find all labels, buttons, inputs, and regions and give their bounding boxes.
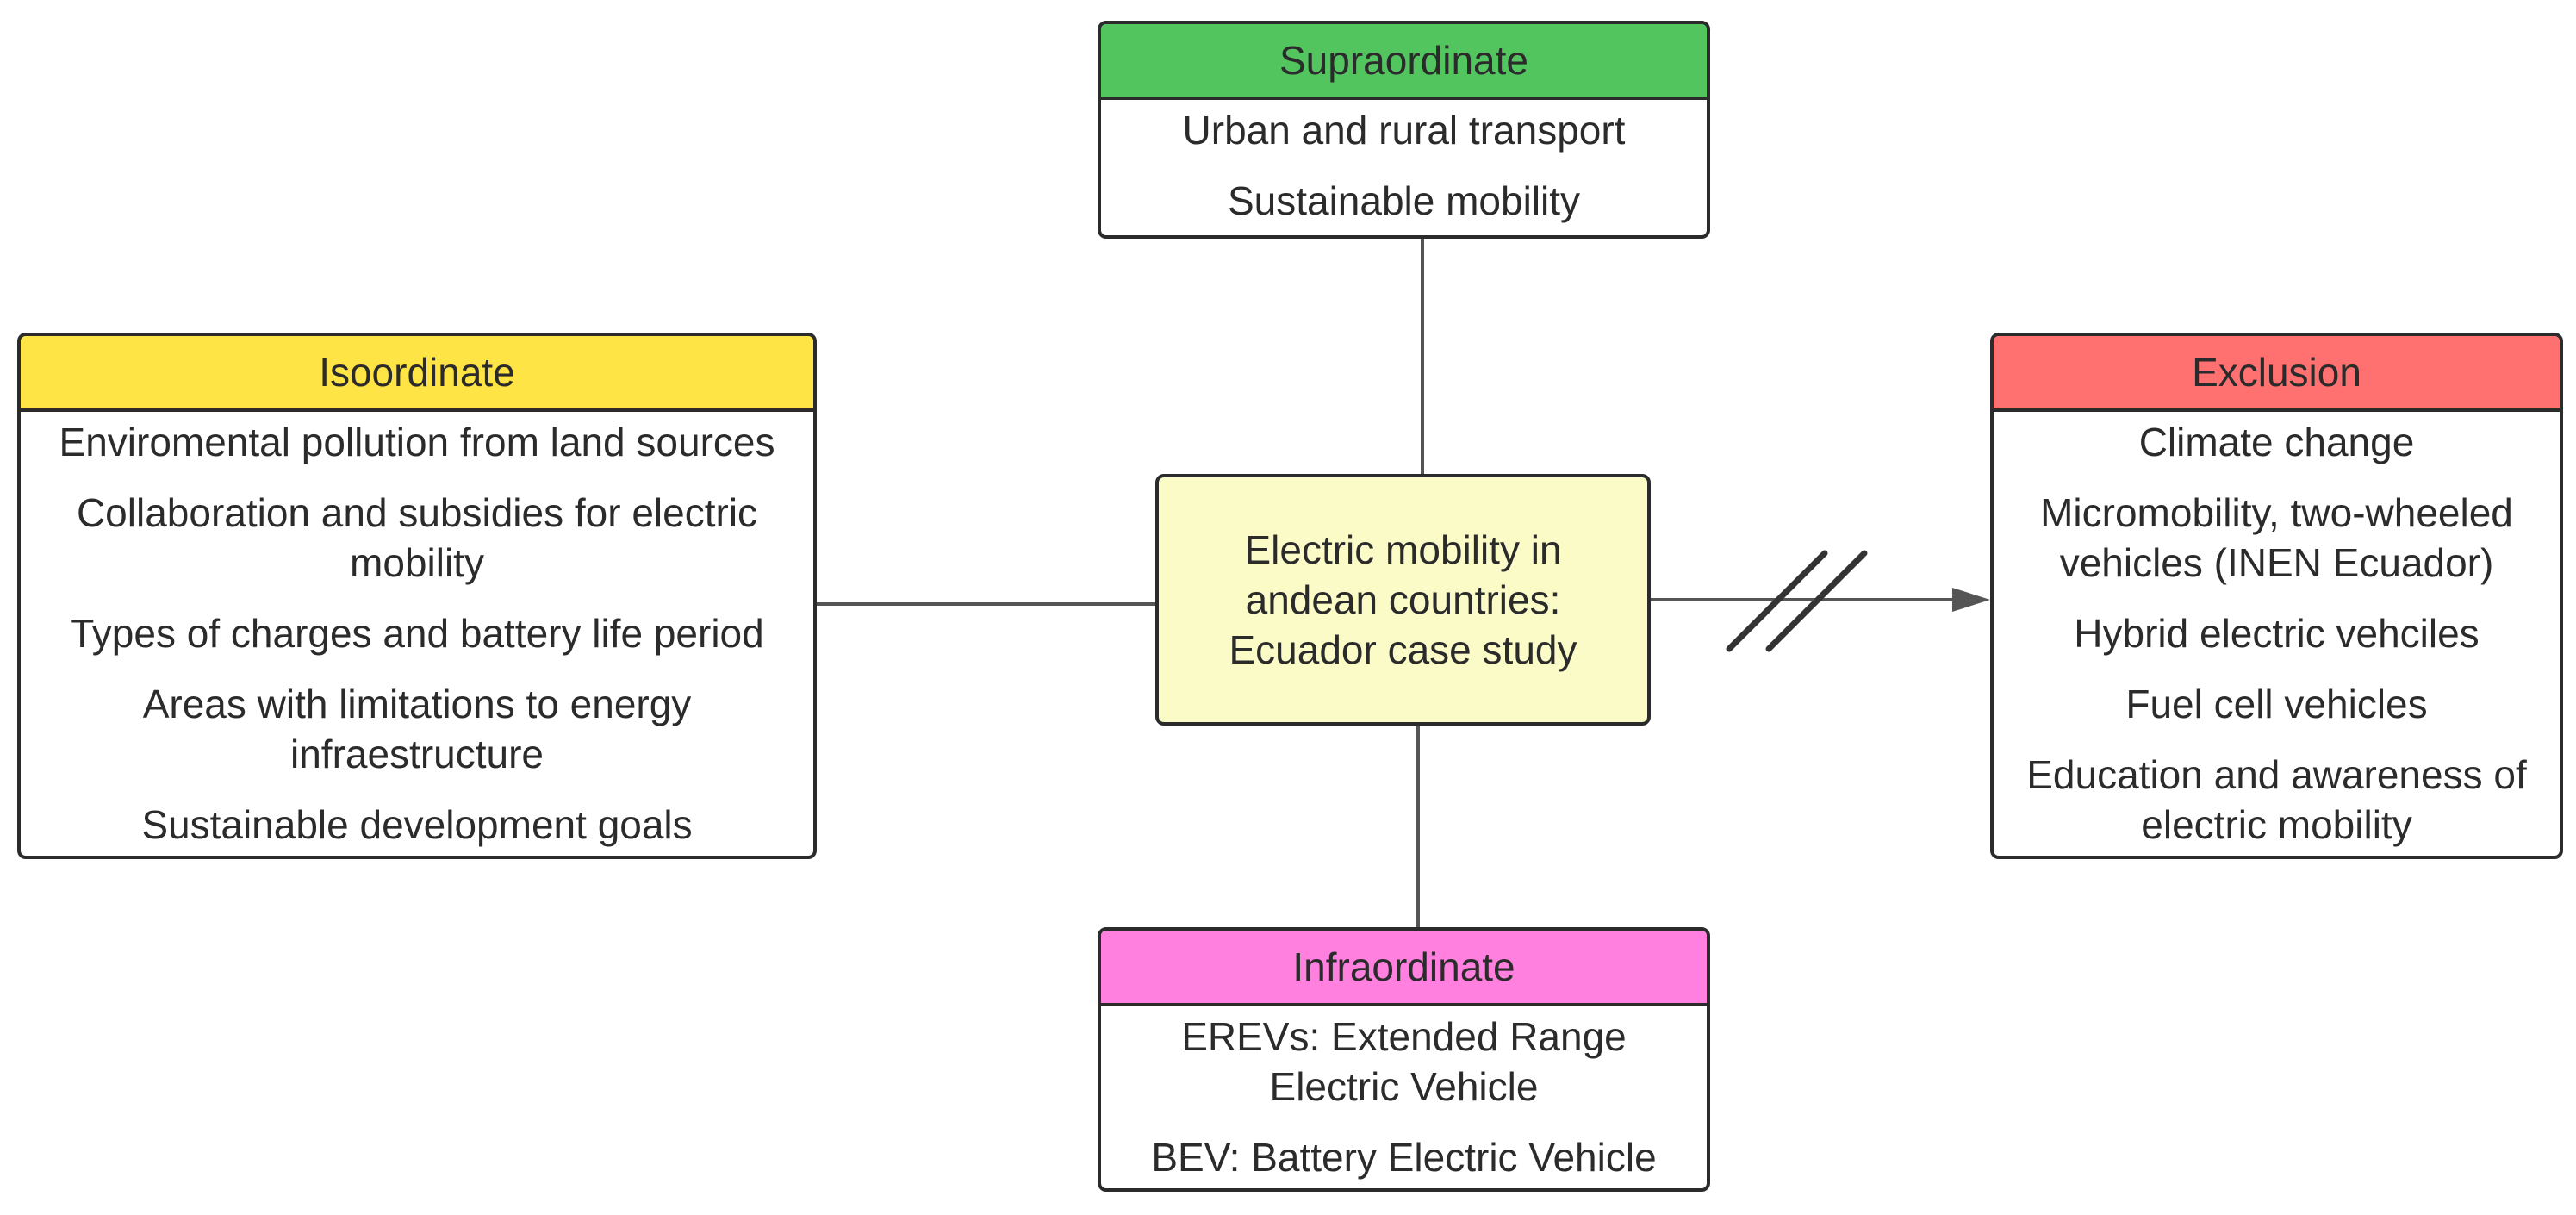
exclusion-item: Hybrid electric vehciles bbox=[2074, 611, 2480, 656]
isoordinate-item: Enviromental pollution from land sources bbox=[59, 420, 775, 464]
center-topic: Electric mobility in andean countries: E… bbox=[1155, 474, 1651, 726]
exclusion-arrowhead bbox=[1952, 588, 1990, 612]
center-topic-text: Electric mobility in andean countries: E… bbox=[1229, 527, 1577, 672]
infraordinate-item: BEV: Battery Electric Vehicle bbox=[1151, 1135, 1657, 1180]
isoordinate-card: Isoordinate Enviromental pollution from … bbox=[17, 333, 817, 859]
supraordinate-list: Urban and rural transport Sustainable mo… bbox=[1101, 100, 1707, 226]
exclusion-item: Fuel cell vehicles bbox=[2125, 682, 2428, 726]
infraordinate-item: EREVs: Extended Range Electric Vehicle bbox=[1181, 1014, 1627, 1109]
isoordinate-item: Types of charges and battery life period bbox=[70, 611, 764, 656]
exclusion-item: Climate change bbox=[2138, 420, 2415, 464]
isoordinate-item: Collaboration and subsidies for electric… bbox=[76, 490, 758, 585]
exclusion-item: Education and awareness of electric mobi… bbox=[2026, 752, 2527, 847]
supraordinate-item: Sustainable mobility bbox=[1227, 178, 1581, 223]
exclusion-item: Micromobility, two-wheeled vehicles (INE… bbox=[2040, 490, 2513, 585]
exclusion-slash-2 bbox=[1765, 550, 1868, 652]
isoordinate-list: Enviromental pollution from land sources… bbox=[21, 412, 813, 850]
exclusion-list: Climate change Micromobility, two-wheele… bbox=[1994, 412, 2560, 850]
isoordinate-header: Isoordinate bbox=[21, 336, 813, 412]
isoordinate-item: Sustainable development goals bbox=[141, 802, 693, 847]
isoordinate-item: Areas with limitations to energy infraes… bbox=[142, 682, 692, 776]
infraordinate-header: Infraordinate bbox=[1101, 931, 1707, 1006]
supraordinate-item: Urban and rural transport bbox=[1182, 108, 1626, 153]
exclusion-slash-1 bbox=[1726, 550, 1828, 652]
infraordinate-card: Infraordinate EREVs: Extended Range Elec… bbox=[1098, 927, 1710, 1192]
infraordinate-list: EREVs: Extended Range Electric Vehicle B… bbox=[1101, 1006, 1707, 1182]
supraordinate-header: Supraordinate bbox=[1101, 24, 1707, 100]
exclusion-header: Exclusion bbox=[1994, 336, 2560, 412]
supraordinate-card: Supraordinate Urban and rural transport … bbox=[1098, 21, 1710, 239]
exclusion-card: Exclusion Climate change Micromobility, … bbox=[1990, 333, 2563, 859]
